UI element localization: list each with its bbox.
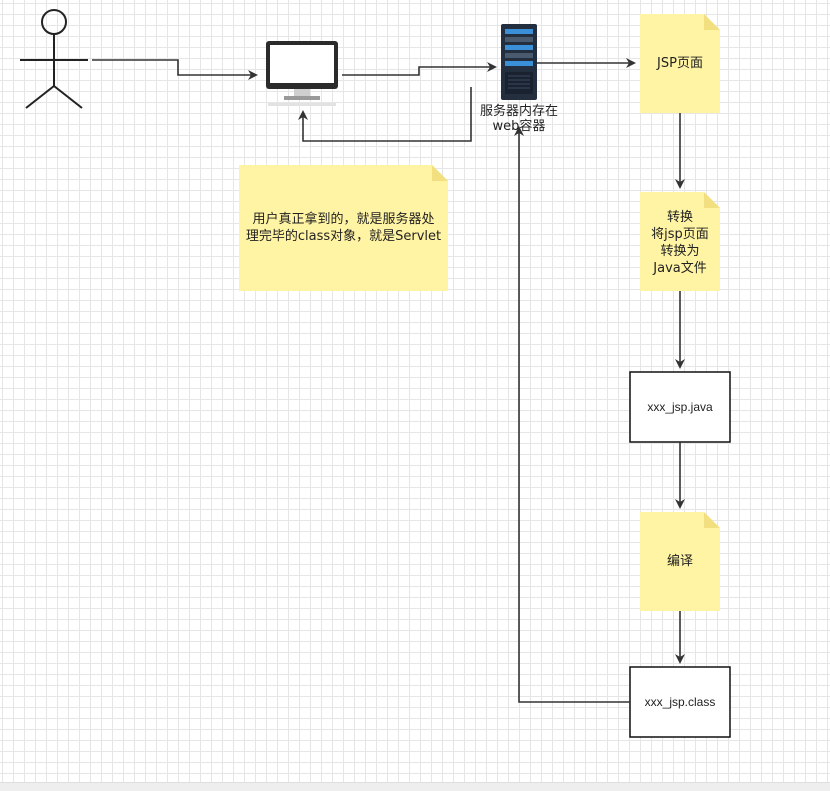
edge-user-to-computer bbox=[92, 59, 258, 80]
server-label: 服务器内存在 web容器 bbox=[479, 104, 558, 134]
box-class-file-text: xxx_jsp.class bbox=[644, 695, 716, 709]
server-rack-icon bbox=[501, 24, 537, 100]
note-description-text: 用户真正拿到的，就是服务器处 理完毕的class对象，就是Servlet bbox=[245, 212, 442, 244]
note-convert bbox=[640, 192, 720, 291]
note-compile-text: 编译 bbox=[666, 554, 693, 569]
box-java-file-text: xxx_jsp.java bbox=[647, 400, 713, 414]
edge-class-to-server bbox=[514, 126, 630, 703]
note-jsp-page-text: JSP页面 bbox=[657, 56, 703, 71]
note-description bbox=[239, 165, 448, 291]
box-class-file bbox=[629, 666, 731, 738]
user-stick-figure-icon bbox=[20, 9, 88, 109]
bottom-scrollbar[interactable] bbox=[0, 782, 830, 791]
monitor-icon bbox=[266, 41, 338, 106]
note-jsp-page bbox=[640, 14, 720, 113]
note-compile bbox=[640, 512, 720, 611]
edge-computer-to-server bbox=[342, 62, 497, 76]
note-convert-text: 转换 将jsp页面 转换为 Java文件 bbox=[651, 210, 709, 276]
edge-server-to-computer bbox=[298, 87, 472, 142]
